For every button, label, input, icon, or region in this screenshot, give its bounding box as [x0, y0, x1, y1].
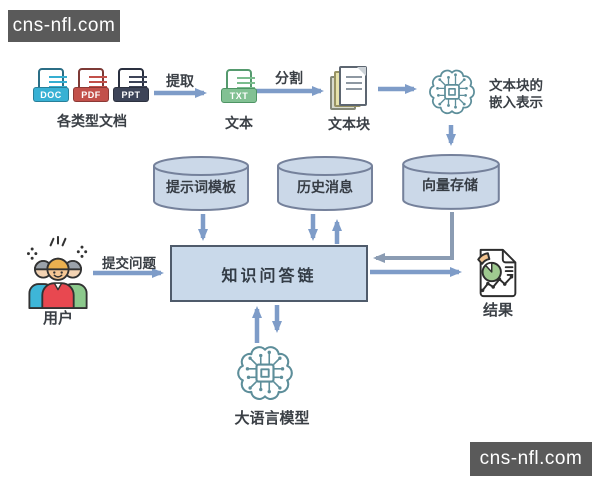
- ppt-file-icon: PPT: [113, 68, 149, 110]
- document-types-group: DOC PDF PPT: [33, 68, 149, 110]
- extract-arrow-label: 提取: [166, 73, 194, 89]
- watermark-top-left: cns-nfl.com: [8, 10, 120, 42]
- result-node-label: 结果: [482, 302, 513, 319]
- embedding-brain-icon: [429, 69, 475, 114]
- prompt-template-store: 提示词模板: [151, 155, 251, 215]
- embedding-caption: 文本块的 嵌入表示: [489, 77, 543, 111]
- vector-store-label: 向量存储: [422, 177, 478, 193]
- watermark-bottom-right: cns-nfl.com: [470, 442, 592, 476]
- split-arrow-label: 分割: [275, 70, 303, 86]
- submit-question-arrow-label: 提交问题: [102, 256, 156, 271]
- doc-file-icon: DOC: [33, 68, 69, 110]
- txt-badge: TXT: [221, 88, 257, 103]
- doc-badge: DOC: [33, 87, 69, 102]
- txt-file-icon: TXT: [221, 69, 257, 111]
- chunk-page-front: [339, 66, 367, 106]
- doc-lines: [49, 76, 67, 88]
- history-store: 历史消息: [275, 155, 375, 215]
- pdf-lines: [89, 76, 107, 88]
- txt-lines: [237, 77, 255, 89]
- cylinder-icon: [277, 156, 373, 211]
- ppt-badge: PPT: [113, 87, 149, 102]
- qa-chain-label: 知识问答链: [221, 267, 317, 285]
- text-node-label: 文本: [225, 115, 253, 131]
- pdf-file-icon: PDF: [73, 68, 109, 110]
- document-types-label: 各类型文档: [57, 113, 127, 129]
- prompt-template-label: 提示词模板: [166, 179, 236, 195]
- llm-node-label: 大语言模型: [234, 410, 310, 427]
- cylinder-icon: [402, 154, 500, 210]
- history-label: 历史消息: [297, 179, 353, 195]
- result-report-icon: [477, 248, 517, 298]
- user-node-label: 用户: [42, 310, 73, 327]
- text-chunks-icon: [330, 66, 372, 112]
- chunks-node-label: 文本块: [328, 116, 370, 132]
- embedding-caption-line1: 文本块的: [489, 78, 543, 93]
- pdf-badge: PDF: [73, 87, 109, 102]
- ppt-lines: [129, 76, 147, 88]
- user-group-icon: [26, 236, 88, 309]
- chunk-lines: [346, 76, 362, 90]
- qa-chain-box: 知识问答链: [170, 245, 368, 302]
- llm-brain-icon: [237, 346, 293, 400]
- cylinder-icon: [153, 156, 249, 211]
- vector-store: 向量存储: [400, 153, 500, 213]
- embedding-caption-line2: 嵌入表示: [489, 95, 543, 110]
